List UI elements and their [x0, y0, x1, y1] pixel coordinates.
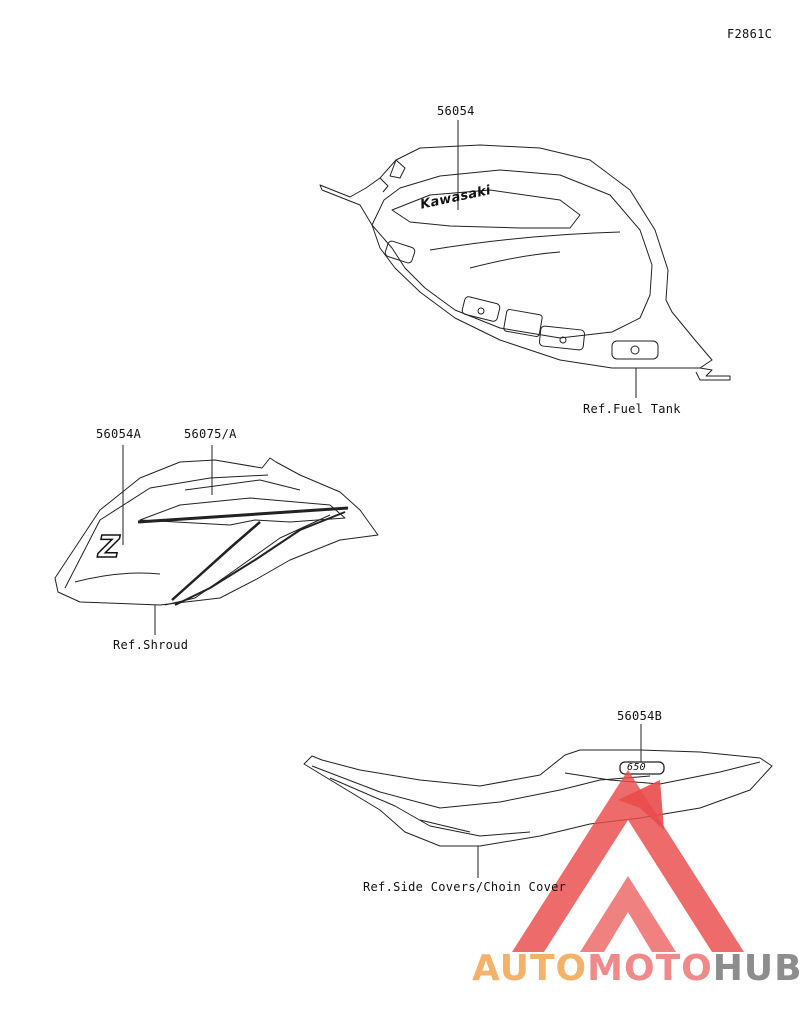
- ref-label-fuel-tank[interactable]: Ref.Fuel Tank: [583, 402, 681, 416]
- side-covers-drawing: [303, 749, 773, 847]
- watermark-part-auto: AUTO: [472, 948, 588, 989]
- side-badge-text: 650: [627, 762, 646, 773]
- figure-code: F2861C: [727, 27, 773, 41]
- ref-label-shroud[interactable]: Ref.Shroud: [113, 638, 189, 652]
- watermark-part-moto: MOTO: [587, 948, 713, 989]
- fuel-tank-drawing: [319, 144, 731, 381]
- shroud-drawing: [54, 457, 379, 606]
- part-label-56054B[interactable]: 56054B: [617, 709, 663, 723]
- ref-label-side-covers[interactable]: Ref.Side Covers/Choin Cover: [363, 880, 567, 894]
- part-label-56075A[interactable]: 56075/A: [184, 427, 237, 441]
- part-label-56054[interactable]: 56054: [437, 104, 475, 118]
- shroud-logo-text: Z: [97, 529, 121, 566]
- watermark-logo-icon: [512, 770, 744, 952]
- watermark-text: AUTOMOTOHUB: [472, 948, 800, 989]
- watermark-part-hub: HUB: [712, 948, 800, 989]
- part-label-56054A[interactable]: 56054A: [96, 427, 142, 441]
